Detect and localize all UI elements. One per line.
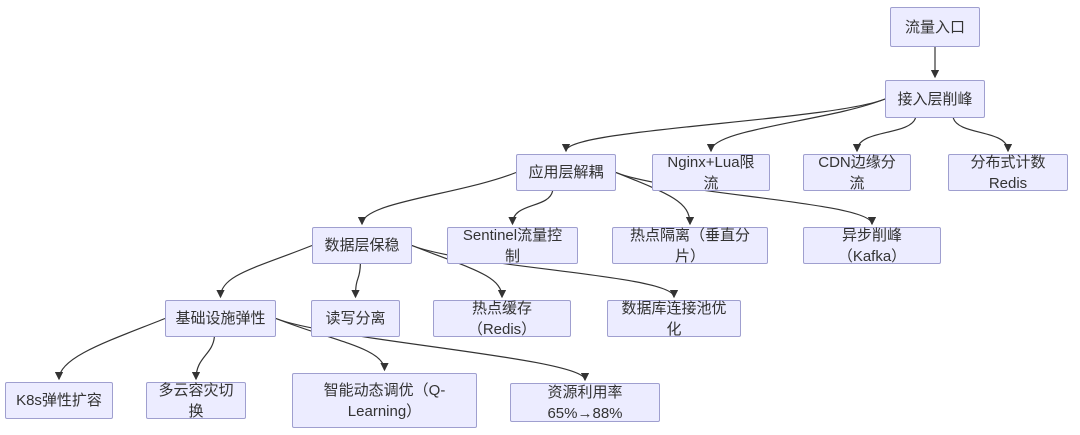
edge-data-stable-db-pool (411, 244, 679, 299)
node-label: Nginx+Lua限流 (667, 153, 755, 192)
node-label: K8s弹性扩容 (16, 392, 102, 409)
node-hotspot-isolation: 热点隔离（垂直分片） (612, 226, 768, 265)
edge-access-peak-app-decouple (561, 98, 886, 153)
edge-infra-elastic-multicloud-dr (191, 336, 215, 381)
node-label: 热点隔离（垂直分片） (629, 226, 750, 265)
node-label: 应用层解耦 (528, 164, 604, 181)
node-sentinel: Sentinel流量控制 (447, 226, 578, 265)
node-label: 读写分离 (325, 310, 386, 327)
node-traffic-entry: 流量入口 (890, 7, 980, 47)
node-label: 多云容灾切换 (158, 381, 234, 420)
edge-data-stable-rw-split (351, 263, 361, 299)
edge-data-stable-infra-elastic (216, 244, 313, 299)
node-label: 基础设施弹性 (175, 310, 266, 327)
node-label: 流量入口 (904, 18, 965, 36)
node-label: CDN边缘分流 (818, 153, 896, 192)
node-label: 接入层削峰 (897, 90, 973, 108)
node-nginx-lua: Nginx+Lua限流 (652, 153, 770, 192)
edge-app-decouple-sentinel (508, 190, 554, 226)
node-async-kafka: 异步削峰（Kafka） (803, 226, 941, 265)
edge-access-peak-cdn-edge (852, 117, 917, 153)
node-access-peak: 接入层削峰 (885, 80, 985, 118)
node-data-stable: 数据层保稳 (312, 227, 412, 264)
node-label: 数据层保稳 (324, 237, 400, 254)
node-k8s-scale: K8s弹性扩容 (5, 382, 113, 419)
node-redis-counter: 分布式计数Redis (948, 153, 1068, 192)
edge-infra-elastic-resource-util (275, 317, 590, 382)
edge-infra-elastic-k8s-scale (54, 317, 166, 381)
edge-infra-elastic-q-learning (275, 317, 389, 372)
edge-app-decouple-data-stable (357, 171, 517, 226)
edge-data-stable-hot-cache (411, 244, 507, 299)
edge-app-decouple-hotspot-isolation (615, 171, 695, 226)
node-label: 热点缓存（Redis） (467, 299, 537, 338)
node-label: 数据库连接池优化 (621, 299, 727, 338)
node-label: Sentinel流量控制 (462, 226, 563, 265)
node-infra-elastic: 基础设施弹性 (165, 300, 276, 337)
node-hot-cache: 热点缓存（Redis） (433, 299, 571, 338)
node-app-decouple: 应用层解耦 (516, 154, 616, 191)
node-label: 分布式计数Redis (970, 153, 1046, 192)
node-db-pool: 数据库连接池优化 (607, 299, 741, 338)
node-resource-util: 资源利用率65%→88% (510, 383, 660, 422)
node-multicloud-dr: 多云容灾切换 (146, 381, 246, 420)
edge-access-peak-nginx-lua (706, 98, 886, 153)
edge-app-decouple-async-kafka (615, 171, 877, 226)
node-label: 资源利用率65%→88% (547, 383, 623, 422)
node-rw-split: 读写分离 (311, 300, 400, 337)
node-label: 智能动态调优（Q-Learning） (323, 381, 446, 420)
node-q-learning: 智能动态调优（Q-Learning） (292, 373, 477, 428)
node-label: 异步削峰（Kafka） (837, 226, 907, 265)
edge-access-peak-redis-counter (952, 117, 1013, 153)
node-cdn-edge: CDN边缘分流 (803, 153, 911, 192)
